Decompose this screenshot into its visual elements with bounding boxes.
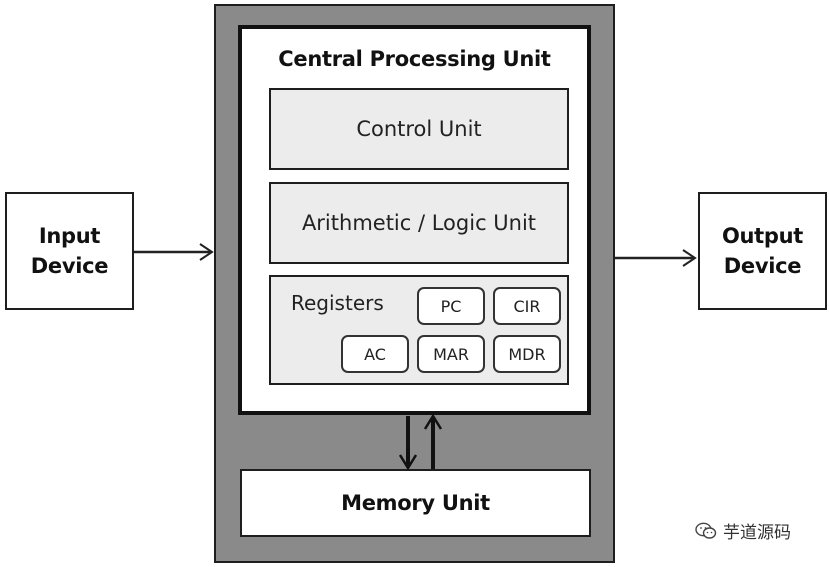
register-mdr: MDR [493,335,561,373]
register-mar: MAR [417,335,485,373]
wechat-icon [695,522,717,540]
cpu-to-output-arrow [615,249,697,267]
output-device-box: Output Device [698,192,827,310]
alu-box: Arithmetic / Logic Unit [269,182,569,264]
register-pc: PC [417,287,485,325]
register-ac: AC [341,335,409,373]
cpu-title: Central Processing Unit [278,47,551,71]
alu-label: Arithmetic / Logic Unit [301,211,537,235]
input-device-label-line2: Device [30,254,109,278]
input-device-label-line1: Input [38,224,101,248]
input-to-cpu-arrow [134,243,214,261]
output-device-label-line1: Output [721,224,804,248]
control-unit-box: Control Unit [269,88,569,170]
control-unit-label: Control Unit [356,117,482,141]
watermark: 芋道源码 [695,518,791,543]
register-cir: CIR [493,287,561,325]
watermark-text: 芋道源码 [723,523,791,543]
output-device-label-line2: Device [723,254,802,278]
cpu-box: Central Processing Unit Control Unit Ari… [238,25,591,415]
registers-box: Registers PC CIR AC MAR MDR [269,275,569,385]
input-device-box: Input Device [5,192,134,310]
memory-unit-box: Memory Unit [240,469,591,537]
registers-label: Registers [291,291,384,315]
memory-unit-label: Memory Unit [341,491,490,515]
